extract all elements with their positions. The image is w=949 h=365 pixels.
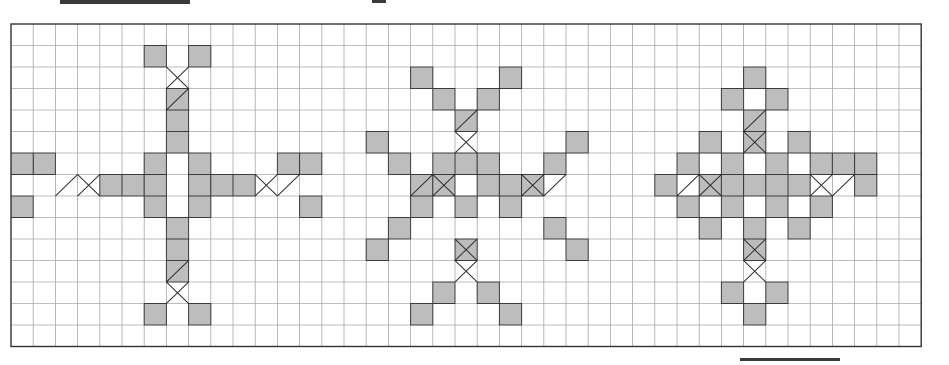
filled-cell (455, 196, 477, 218)
filled-cell (277, 153, 299, 175)
filled-cell (166, 132, 188, 154)
filled-cell (411, 196, 433, 218)
filled-cell (721, 196, 743, 218)
filled-cell (233, 175, 255, 197)
cross-stitch-mark (255, 175, 277, 197)
filled-cell (189, 304, 211, 326)
filled-cell (499, 67, 521, 89)
filled-cell (499, 304, 521, 326)
cross-stitch-mark (810, 175, 832, 197)
stitch-cells (11, 46, 877, 326)
half-stitch-mark (277, 175, 299, 197)
filled-cell (810, 196, 832, 218)
scan-edge-top-mid (372, 0, 386, 3)
scan-edge-top-left (60, 0, 190, 4)
filled-cell (100, 175, 122, 197)
filled-cell (566, 239, 588, 261)
filled-cell (499, 196, 521, 218)
filled-cell (855, 175, 877, 197)
filled-cell (477, 153, 499, 175)
filled-cell (455, 153, 477, 175)
filled-cell (166, 110, 188, 132)
filled-cell (189, 46, 211, 68)
filled-cell (766, 282, 788, 304)
half-stitch-mark (544, 175, 566, 197)
filled-cell (855, 153, 877, 175)
filled-cell (144, 153, 166, 175)
filled-cell (699, 132, 721, 154)
filled-cell (144, 304, 166, 326)
filled-cell (744, 304, 766, 326)
scan-edge-bottom-right (740, 358, 840, 361)
filled-cell (433, 153, 455, 175)
filled-cell (721, 153, 743, 175)
cross-stitch-mark (455, 132, 477, 154)
filled-cell (411, 67, 433, 89)
filled-cell (433, 89, 455, 111)
cross-stitch-mark (166, 67, 188, 89)
filled-cell (33, 153, 55, 175)
filled-cell (433, 282, 455, 304)
filled-cell (122, 175, 144, 197)
cross-stitch-mark (455, 261, 477, 283)
filled-cell (788, 132, 810, 154)
filled-cell (544, 218, 566, 240)
filled-cell (144, 196, 166, 218)
filled-cell (366, 132, 388, 154)
filled-cell (788, 175, 810, 197)
filled-cell (411, 304, 433, 326)
filled-cell (744, 175, 766, 197)
filled-cell (144, 46, 166, 68)
filled-cell (677, 153, 699, 175)
filled-cell (477, 282, 499, 304)
filled-cell (211, 175, 233, 197)
filled-cell (788, 218, 810, 240)
filled-cell (766, 175, 788, 197)
filled-cell (544, 153, 566, 175)
filled-cell (699, 218, 721, 240)
filled-cell (11, 196, 33, 218)
filled-cell (721, 175, 743, 197)
filled-cell (189, 196, 211, 218)
filled-cell (166, 218, 188, 240)
filled-cell (677, 196, 699, 218)
filled-cell (655, 175, 677, 197)
filled-cell (144, 175, 166, 197)
cross-stitch-mark (78, 175, 100, 197)
filled-cell (300, 153, 322, 175)
cross-stitch-mark (166, 282, 188, 304)
filled-cell (477, 89, 499, 111)
filled-cell (810, 153, 832, 175)
filled-cell (477, 175, 499, 197)
filled-cell (189, 153, 211, 175)
filled-cell (766, 196, 788, 218)
filled-cell (566, 132, 588, 154)
half-stitch-mark (55, 175, 77, 197)
filled-cell (388, 153, 410, 175)
filled-cell (166, 239, 188, 261)
filled-cell (832, 153, 854, 175)
cross-stitch-mark (744, 261, 766, 283)
filled-cell (766, 153, 788, 175)
filled-cell (300, 196, 322, 218)
half-stitch-mark (832, 175, 854, 197)
filled-cell (721, 282, 743, 304)
filled-cell (388, 218, 410, 240)
filled-cell (766, 89, 788, 111)
filled-cell (721, 89, 743, 111)
filled-cell (189, 175, 211, 197)
filled-cell (744, 67, 766, 89)
filled-cell (744, 218, 766, 240)
filled-cell (366, 239, 388, 261)
filled-cell (11, 153, 33, 175)
half-stitch-mark (677, 175, 699, 197)
filled-cell (499, 175, 521, 197)
